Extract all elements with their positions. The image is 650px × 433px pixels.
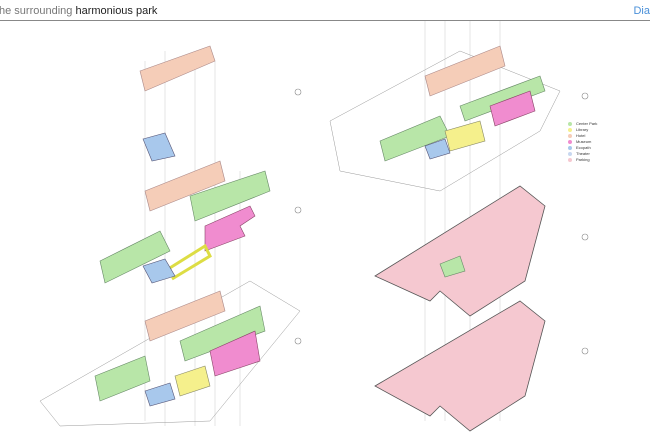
header: he surrounding harmonious park Dia [0,0,650,21]
ecopath-ground [144,382,176,407]
legend: Center Park Library Hotel Museum Ecopath… [568,121,597,163]
legend-item: Parking [568,157,597,163]
park-ground [179,305,266,362]
legend-item: Hotel [568,133,597,139]
legend-item: Theater [568,151,597,157]
hotel-level-2 [144,160,226,212]
museum-ground [209,330,261,377]
page-title: he surrounding harmonious park [0,5,158,17]
park-patch [439,255,466,278]
ecopath-right [424,138,451,160]
north-arrows [294,88,589,355]
hotel-ground [144,290,226,342]
legend-item: Museum [568,139,597,145]
parking-level-2 [374,300,546,432]
hotel-right [424,45,506,97]
park-right [459,75,546,122]
library-shape [164,243,212,281]
library-right [444,120,486,152]
axonometric-diagram [39,21,589,432]
nav-link-diagram[interactable]: Dia [633,5,650,17]
theater-block [142,258,176,284]
parking-level-1 [374,185,546,317]
museum-right [489,90,536,127]
park-ground-2 [94,355,151,402]
legend-item: Library [568,127,597,133]
ecopath-block [142,132,176,162]
park-level-2 [189,170,271,222]
park-level-3 [99,230,171,284]
site-outline [329,50,561,192]
museum-h [204,205,256,252]
library-ground [174,365,211,397]
ground-outline [39,280,301,427]
hotel-level-top [139,45,216,92]
legend-item: Ecopath [568,145,597,151]
legend-item: Center Park [568,121,597,127]
